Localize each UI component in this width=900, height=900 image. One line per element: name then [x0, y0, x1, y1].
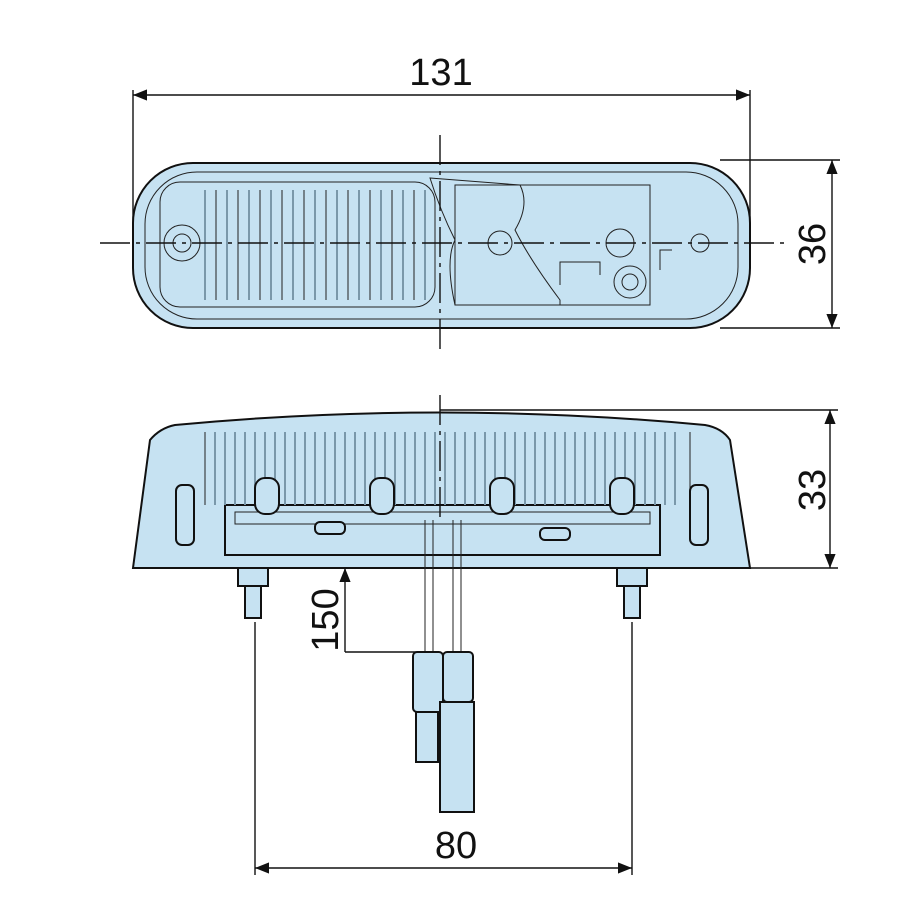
dimension-cable-length: 150: [305, 568, 420, 653]
dimension-cable-length-label: 150: [305, 588, 347, 651]
side-view: [131, 395, 752, 813]
dimension-width: 36: [720, 159, 840, 329]
dimension-height: 33: [440, 409, 838, 569]
top-view: [100, 135, 790, 355]
dimension-mount-spacing-label: 80: [435, 825, 477, 867]
dimension-length-label: 131: [409, 52, 472, 94]
dimension-width-label: 36: [792, 223, 834, 265]
dimension-height-label: 33: [792, 469, 834, 511]
dimension-length: 131: [132, 52, 751, 243]
dimension-mount-spacing: 80: [254, 622, 633, 875]
